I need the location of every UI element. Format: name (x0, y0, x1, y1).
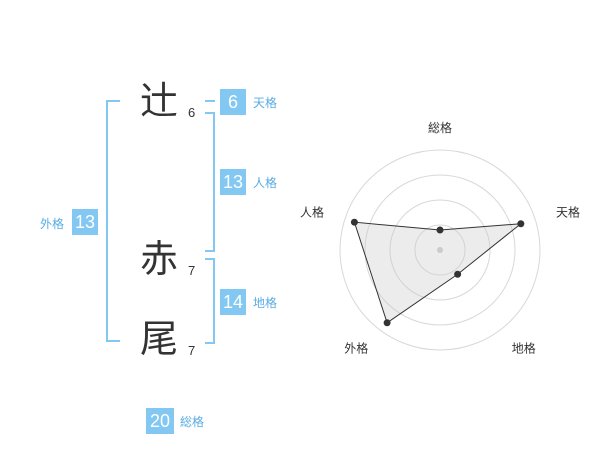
tenkaku-label: 天格 (253, 96, 278, 110)
name-char-3: 尾 (140, 317, 179, 361)
radar-point (383, 319, 391, 327)
gaikaku-value: 13 (72, 209, 98, 235)
soukaku-label: 総格 (180, 415, 205, 429)
radar-point (436, 226, 444, 234)
radar-axis-label: 地格 (512, 341, 536, 356)
chikaku-label: 地格 (253, 296, 278, 310)
soukaku-value: 20 (146, 408, 174, 434)
chikaku-value: 14 (220, 289, 246, 315)
name-char-1: 辻 (140, 79, 179, 123)
radar-axis-label: 外格 (344, 341, 368, 356)
jinkaku-value: 13 (220, 169, 246, 195)
radar-point (517, 220, 525, 228)
radar-axis-label: 天格 (556, 204, 580, 219)
radar-axis-label: 総格 (428, 120, 452, 135)
radar-center-dot (437, 247, 443, 253)
radar-ring (364, 174, 516, 326)
chikaku-bracket (205, 258, 215, 344)
tenkaku-value: 6 (220, 89, 246, 115)
name-char-2: 赤 (140, 237, 179, 281)
radar-ring (414, 224, 466, 276)
gaikaku-label: 外格 (40, 217, 65, 231)
radar-ring (389, 199, 491, 301)
radar-ring (339, 149, 541, 351)
tenkaku-bracket (205, 100, 215, 102)
radar-point (350, 218, 358, 226)
jinkaku-label: 人格 (253, 176, 278, 190)
jinkaku-bracket (205, 112, 215, 252)
radar-area (353, 221, 523, 324)
stroke-count-1: 6 (188, 105, 196, 120)
radar-axis-label: 人格 (300, 204, 324, 219)
stroke-count-2: 7 (188, 263, 196, 278)
radar-point (454, 270, 462, 278)
stroke-count-3: 7 (188, 343, 196, 358)
gaikaku-bracket (106, 100, 120, 342)
